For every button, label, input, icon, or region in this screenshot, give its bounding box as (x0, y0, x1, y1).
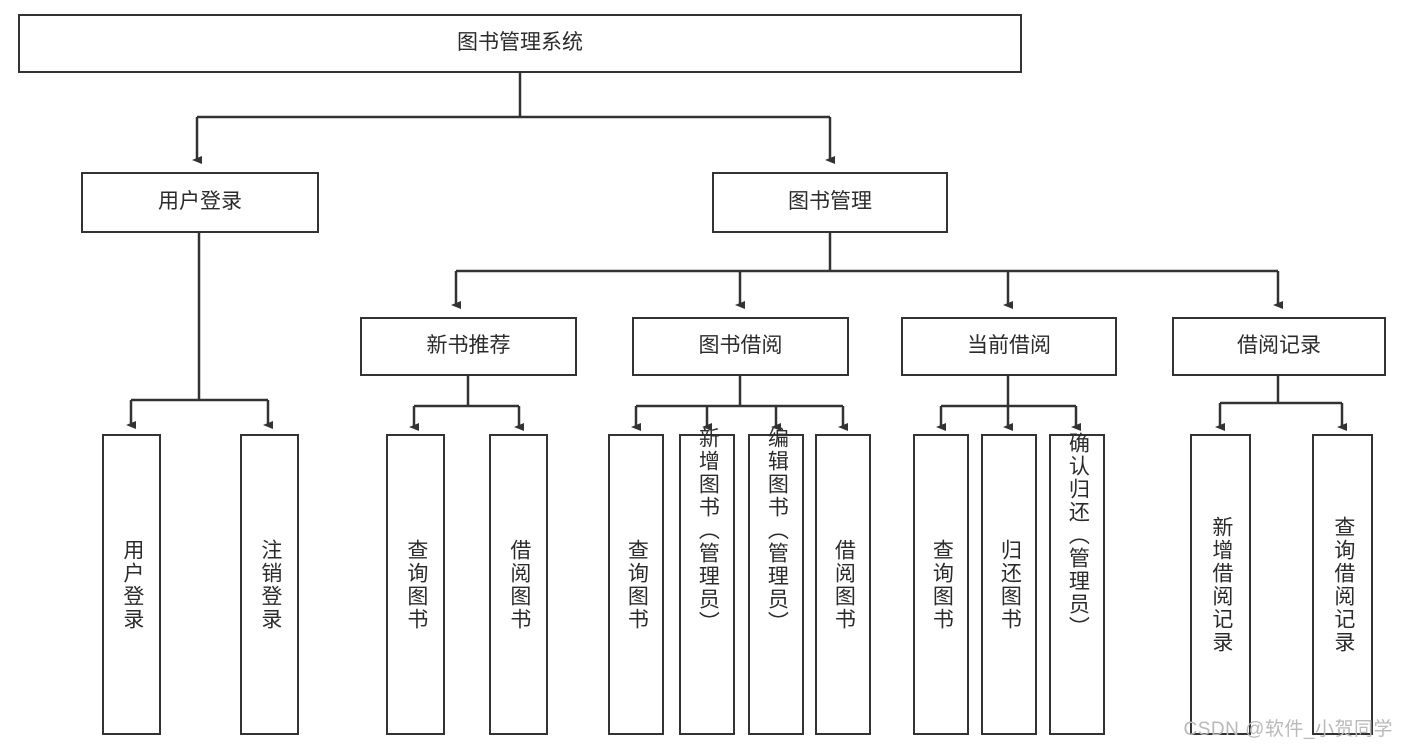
leaf-confirm-return-admin[interactable]: 确认归还（管理员） (1049, 432, 1105, 735)
watermark-text: CSDN @软件_小贺同学 (1183, 719, 1393, 740)
node-borrow-record[interactable]: 借阅记录 (1172, 317, 1386, 376)
leaf-query-book-borrow[interactable]: 查询图书 (608, 434, 664, 735)
node-root-system[interactable]: 图书管理系统 (18, 14, 1022, 73)
leaf-add-borrow-record[interactable]: 新增借阅记录 (1190, 434, 1251, 735)
leaf-logout[interactable]: 注销登录 (240, 434, 299, 735)
node-new-book-recommend[interactable]: 新书推荐 (360, 317, 577, 376)
leaf-user-login[interactable]: 用户登录 (102, 434, 161, 735)
leaf-label: 查询借阅记录 (1331, 515, 1355, 654)
leaf-add-book-admin[interactable]: 新增图书（管理员） (679, 427, 735, 735)
leaf-label: 借阅图书 (507, 538, 531, 631)
leaf-label: 查询图书 (625, 538, 649, 631)
leaf-edit-book-admin[interactable]: 编辑图书（管理员） (748, 427, 804, 735)
leaf-query-borrow-record[interactable]: 查询借阅记录 (1312, 434, 1373, 735)
node-book-borrow[interactable]: 图书借阅 (632, 317, 849, 376)
leaf-query-book-current[interactable]: 查询图书 (913, 434, 969, 735)
leaf-borrow-book[interactable]: 借阅图书 (815, 434, 871, 735)
node-book-management[interactable]: 图书管理 (712, 172, 948, 233)
leaf-label: 编辑图书（管理员） (765, 427, 789, 634)
leaf-label: 确认归还（管理员） (1066, 432, 1090, 639)
leaf-label: 借阅图书 (832, 538, 856, 631)
leaf-label: 注销登录 (258, 538, 282, 631)
leaf-label: 新增图书（管理员） (696, 427, 720, 634)
node-user-login[interactable]: 用户登录 (81, 172, 319, 233)
node-current-borrow[interactable]: 当前借阅 (901, 317, 1117, 376)
leaf-borrow-book-new[interactable]: 借阅图书 (489, 434, 548, 735)
leaf-return-book[interactable]: 归还图书 (981, 434, 1037, 735)
leaf-label: 新增借阅记录 (1209, 515, 1233, 654)
leaf-label: 用户登录 (120, 538, 144, 631)
leaf-query-book-new[interactable]: 查询图书 (386, 434, 445, 735)
leaf-label: 查询图书 (930, 538, 954, 631)
leaf-label: 查询图书 (404, 538, 428, 631)
leaf-label: 归还图书 (998, 538, 1022, 631)
